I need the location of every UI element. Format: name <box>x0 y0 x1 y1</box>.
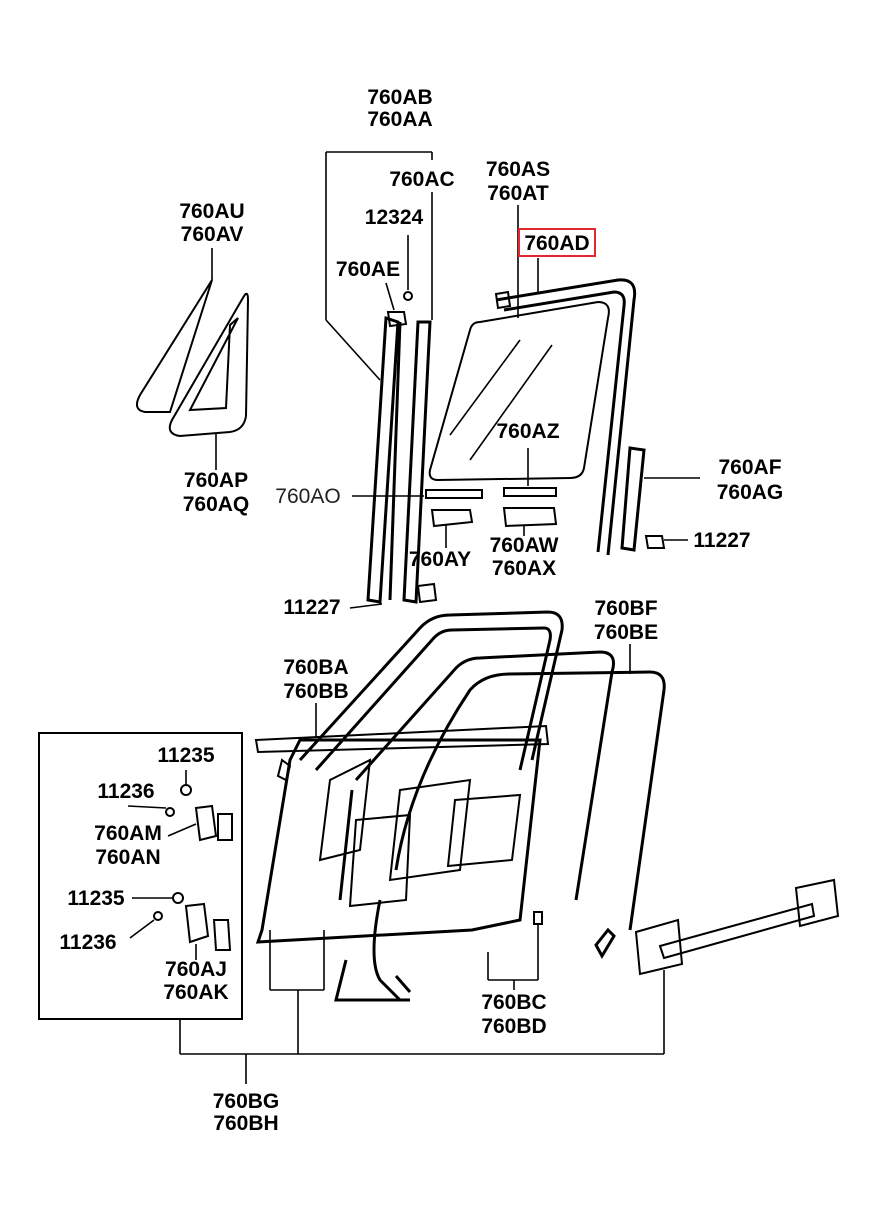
label-760bg: 760BG <box>213 1090 280 1113</box>
labels: 760AB 760AA 760AC 760AS 760AT 760AU 760A… <box>59 86 783 1135</box>
label-760at: 760AT <box>487 182 549 205</box>
door-glass <box>428 205 610 482</box>
label-760bh: 760BH <box>213 1112 278 1135</box>
door-check <box>634 878 840 1054</box>
label-11236-top: 11236 <box>97 780 154 803</box>
label-760af: 760AF <box>718 456 781 479</box>
label-760ay: 760AY <box>409 548 471 571</box>
label-760ao: 760AO <box>275 485 340 508</box>
label-760aj: 760AJ <box>165 958 227 981</box>
label-760ad: 760AD <box>524 232 589 255</box>
label-11227-left: 11227 <box>283 596 340 619</box>
label-760az: 760AZ <box>496 420 559 443</box>
label-760as: 760AS <box>486 158 550 181</box>
front-channel <box>325 151 438 609</box>
label-11235-top: 11235 <box>157 744 215 767</box>
label-760ae: 760AE <box>336 258 400 281</box>
label-760ax: 760AX <box>492 557 556 580</box>
label-11236-bottom: 11236 <box>59 931 116 954</box>
quarter-glass <box>135 248 250 470</box>
bottom-leaders <box>179 911 664 1084</box>
label-760aa: 760AA <box>367 108 432 131</box>
label-760an: 760AN <box>95 846 160 869</box>
label-760ba: 760BA <box>283 656 348 679</box>
label-760ab: 760AB <box>367 86 432 109</box>
door-body <box>254 703 550 944</box>
label-760am: 760AM <box>94 822 162 845</box>
label-12324: 12324 <box>365 206 424 229</box>
label-760be: 760BE <box>594 621 658 644</box>
label-11235-bottom: 11235 <box>67 887 125 910</box>
label-760aw: 760AW <box>490 534 559 557</box>
highlight-box-760ad <box>518 228 596 257</box>
glass-holders <box>352 448 558 548</box>
label-760ap: 760AP <box>184 469 248 492</box>
label-760bf: 760BF <box>594 597 657 620</box>
label-760bd: 760BD <box>481 1015 546 1038</box>
label-760ak: 760AK <box>163 981 228 1004</box>
label-760av: 760AV <box>181 223 244 246</box>
run-channel <box>494 258 637 556</box>
weatherstrips <box>298 610 666 1002</box>
label-11227-right: 11227 <box>693 529 750 552</box>
label-760ag: 760AG <box>717 481 784 504</box>
label-760ac: 760AC <box>389 168 454 191</box>
label-760bb: 760BB <box>283 680 348 703</box>
label-760aq: 760AQ <box>183 493 250 516</box>
hinge-box <box>38 732 243 1020</box>
rear-channel <box>620 446 700 552</box>
label-760au: 760AU <box>179 200 244 223</box>
label-760bc: 760BC <box>481 991 546 1014</box>
